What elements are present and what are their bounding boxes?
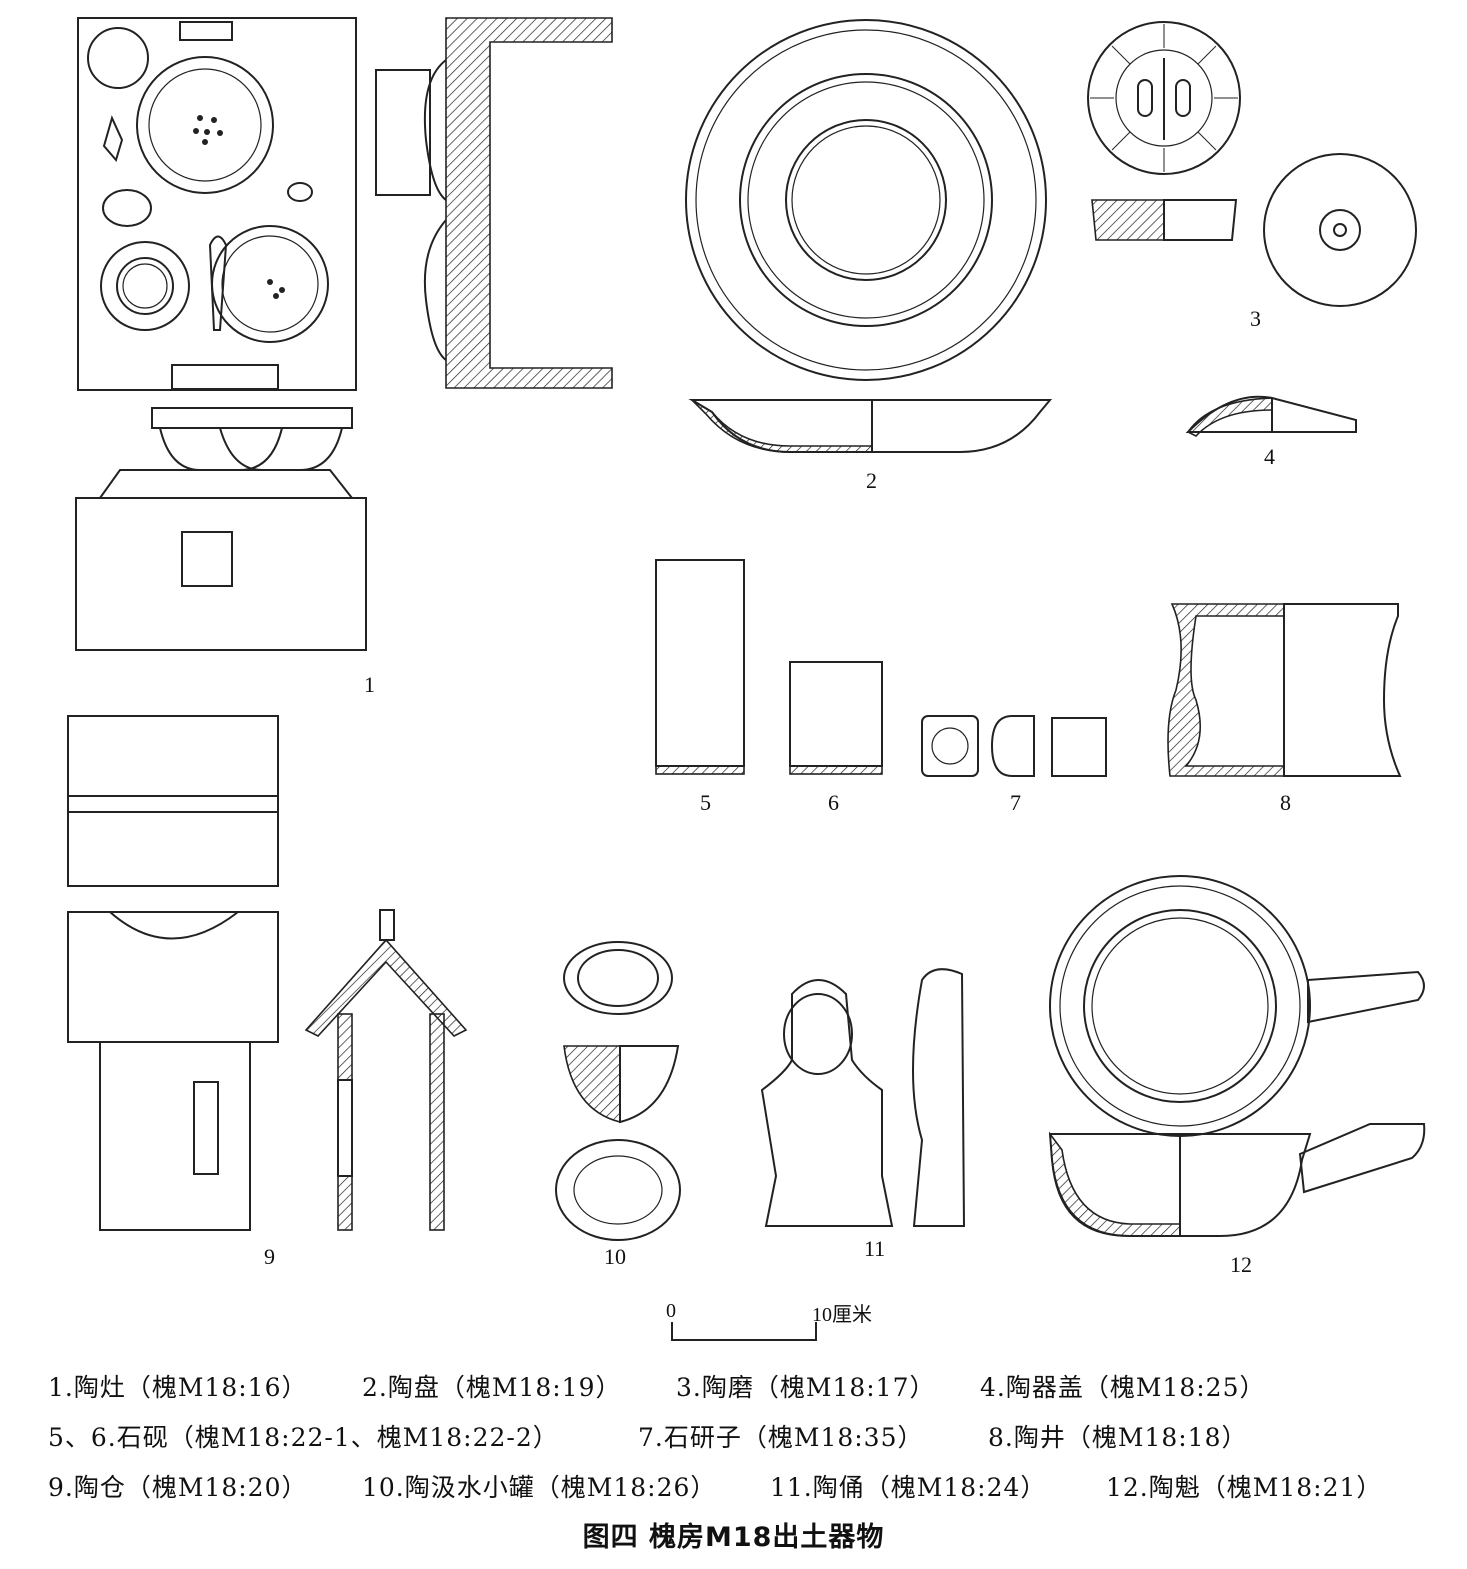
artifact-number-3: 3 (1250, 306, 1261, 331)
inkstone-drawing-6 (789, 661, 883, 775)
caption-figurine: 11.陶俑（槐M18:24） (770, 1473, 1047, 1502)
artifact-number-5: 5 (700, 790, 711, 815)
mill-drawing (1087, 21, 1417, 307)
artifact-number-8: 8 (1280, 790, 1291, 815)
artifact-number-10: 10 (604, 1244, 626, 1269)
caption-row-1: 1.陶灶（槐M18:16） 2.陶盘（槐M18:19） 3.陶磨（槐M18:17） 4… (48, 1368, 1266, 1404)
scale-bar (671, 1322, 817, 1341)
caption-mill: 3.陶磨（槐M18:17） (676, 1373, 936, 1402)
granary-drawing (67, 715, 468, 1231)
caption-inkstones: 5、6.石砚（槐M18:22-1、槐M18:22-2） (48, 1423, 559, 1452)
artifact-number-6: 6 (828, 790, 839, 815)
artifact-number-4: 4 (1264, 444, 1275, 469)
artifact-number-1: 1 (364, 672, 375, 697)
lid-drawing (1185, 395, 1357, 437)
figurine-drawing (760, 968, 966, 1227)
caption-row-3: 9.陶仓（槐M18:20） 10.陶汲水小罐（槐M18:26） 11.陶俑（槐M18… (48, 1468, 1382, 1504)
artifact-number-11: 11 (864, 1236, 886, 1261)
small-jar-drawing (555, 941, 681, 1241)
plate-drawing (685, 19, 1053, 453)
caption-grinder: 7.石研子（槐M18:35） (638, 1423, 924, 1452)
artifact-number-12: 12 (1230, 1252, 1252, 1277)
caption-small-jar: 10.陶汲水小罐（槐M18:26） (362, 1473, 717, 1502)
ladle-drawing (1048, 875, 1426, 1237)
inkstone-drawing-5 (655, 559, 745, 775)
caption-ladle: 12.陶魁（槐M18:21） (1106, 1473, 1383, 1502)
artifact-number-9: 9 (264, 1244, 275, 1269)
stove-drawing (75, 17, 613, 651)
caption-row-2: 5、6.石砚（槐M18:22-1、槐M18:22-2） 7.石研子（槐M18:35… (48, 1418, 1248, 1454)
caption-lid: 4.陶器盖（槐M18:25） (980, 1373, 1266, 1402)
scale-start-label: 0 (666, 1300, 676, 1322)
caption-stove: 1.陶灶（槐M18:16） (48, 1373, 308, 1402)
caption-plate: 2.陶盘（槐M18:19） (362, 1373, 622, 1402)
artifact-number-7: 7 (1010, 790, 1021, 815)
caption-granary: 9.陶仓（槐M18:20） (48, 1473, 308, 1502)
scale-end-label: 10厘米 (812, 1304, 872, 1326)
figure-title: 图四 槐房M18出土器物 (582, 1522, 885, 1553)
grinder-drawing (921, 715, 1107, 777)
caption-well: 8.陶井（槐M18:18） (988, 1423, 1248, 1452)
artifact-number-2: 2 (866, 468, 877, 493)
well-drawing (1167, 603, 1402, 777)
